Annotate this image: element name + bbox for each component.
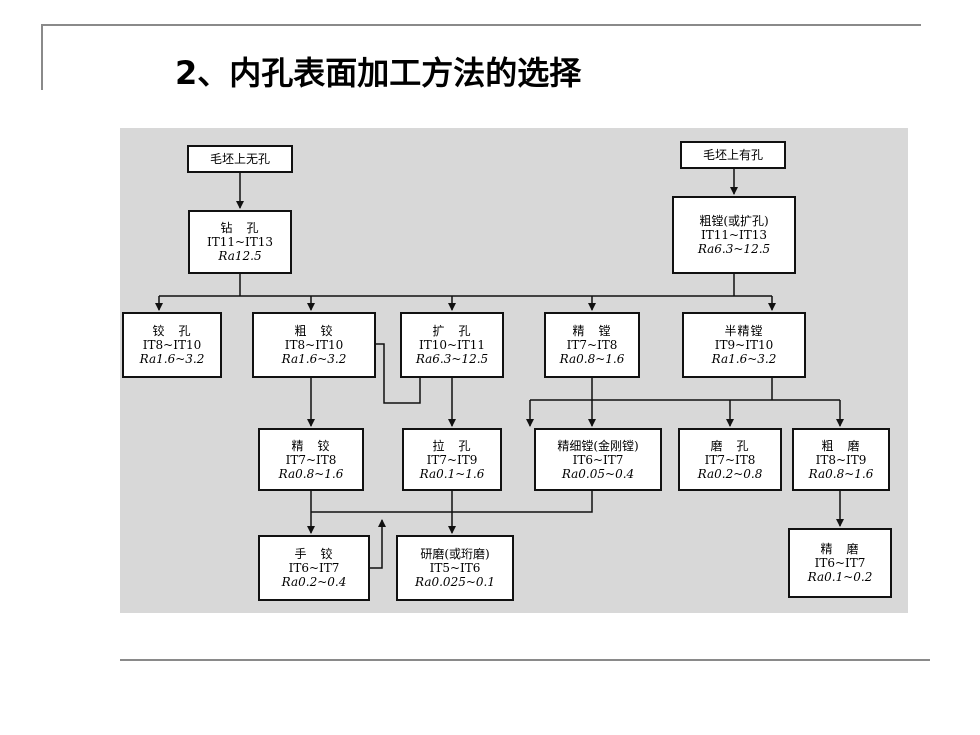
- node-broach: 拉 孔 IT7~IT9 Ra0.1~1.6: [402, 428, 502, 491]
- node-fine-bore: 精 镗 IT7~IT8 Ra0.8~1.6: [544, 312, 640, 378]
- slide-title: 2、内孔表面加工方法的选择: [175, 54, 582, 92]
- node-no-hole: 毛坯上无孔: [187, 145, 293, 173]
- node-expand: 扩 孔 IT10~IT11 Ra6.3~12.5: [400, 312, 504, 378]
- node-hand-ream: 手 铰 IT6~IT7 Ra0.2~0.4: [258, 535, 370, 601]
- flowchart-connectors: [155, 168, 844, 569]
- line-rough-ream-expand: [376, 343, 421, 404]
- bottom-rule: [120, 659, 930, 661]
- node-has-hole: 毛坯上有孔: [680, 141, 786, 169]
- node-finest-bore: 精细镗(金刚镗) IT6~IT7 Ra0.05~0.4: [534, 428, 662, 491]
- top-rule: [41, 24, 921, 26]
- arrow-finest-lap: [452, 491, 593, 513]
- node-fine-hone: 精 磨 IT6~IT7 Ra0.1~0.2: [788, 528, 892, 598]
- node-grind: 磨 孔 IT7~IT8 Ra0.2~0.8: [678, 428, 782, 491]
- node-semi-fine-bore: 半精镗 IT9~IT10 Ra1.6~3.2: [682, 312, 806, 378]
- node-fine-ream: 精 铰 IT7~IT8 Ra0.8~1.6: [258, 428, 364, 491]
- node-drill: 钻 孔 IT11~IT13 Ra12.5: [188, 210, 292, 274]
- node-rough-ream: 粗 铰 IT8~IT10 Ra1.6~3.2: [252, 312, 376, 378]
- flowchart: 毛坯上无孔 毛坯上有孔 钻 孔 IT11~IT13 Ra12.5 粗镗(或扩孔)…: [120, 128, 908, 613]
- node-ream: 铰 孔 IT8~IT10 Ra1.6~3.2: [122, 312, 222, 378]
- arrow-hand-ream-loop: [370, 519, 386, 569]
- node-lap: 研磨(或珩磨) IT5~IT6 Ra0.025~0.1: [396, 535, 514, 601]
- left-rule: [41, 24, 43, 90]
- node-rough-bore: 粗镗(或扩孔) IT11~IT13 Ra6.3~12.5: [672, 196, 796, 274]
- node-rough-hone: 粗 磨 IT8~IT9 Ra0.8~1.6: [792, 428, 890, 491]
